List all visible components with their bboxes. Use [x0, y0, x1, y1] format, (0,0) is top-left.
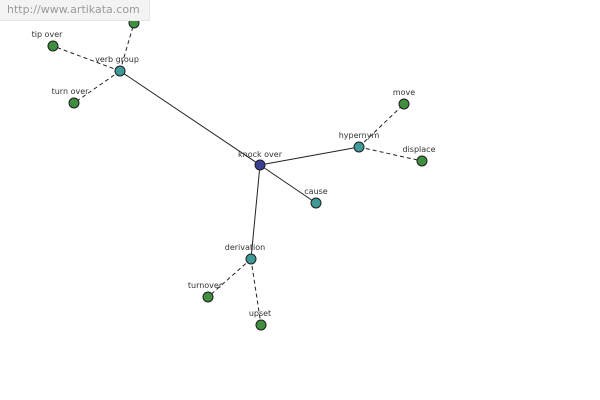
node-cause-dot[interactable] [310, 197, 322, 209]
node-tip-over[interactable]: tip over [32, 30, 64, 52]
edge-center-to-hypernym [259, 146, 360, 166]
edge-derivation-to-turnover [207, 258, 252, 298]
node-verb-group-dot[interactable] [114, 65, 126, 77]
node-move[interactable]: move [393, 88, 415, 110]
node-turn-over-dot[interactable] [68, 97, 80, 109]
edge-verb-group-to-tip-over [52, 45, 121, 72]
edge-verb-group-to-turn-over [73, 70, 121, 104]
node-tip-over-dot[interactable] [47, 40, 59, 52]
node-center-dot[interactable] [254, 159, 266, 171]
node-hypernym-dot[interactable] [353, 141, 365, 153]
node-derivation-dot[interactable] [245, 253, 257, 265]
node-upset-dot[interactable] [255, 319, 267, 331]
node-displace[interactable]: displace [403, 145, 436, 167]
edge-center-to-derivation [250, 164, 261, 260]
node-turn-over-label: turn over [52, 87, 90, 96]
node-turn-over[interactable]: turn over [52, 87, 90, 109]
edge-center-to-cause [259, 164, 317, 204]
node-verb-group[interactable]: verb group [95, 55, 139, 77]
node-hypernym[interactable]: hypernym [339, 131, 380, 153]
node-verb-group-label: verb group [95, 55, 139, 64]
node-move-label: move [393, 88, 415, 97]
edge-hypernym-to-displace [358, 146, 423, 162]
node-turnover-label: turnover [188, 281, 223, 290]
node-tip-over-label: tip over [32, 30, 64, 39]
node-displace-label: displace [403, 145, 436, 154]
edge-center-to-verb-group [119, 70, 261, 166]
node-cause[interactable]: cause [304, 187, 328, 209]
node-center[interactable]: knock over [238, 150, 283, 171]
node-center-label: knock over [238, 150, 283, 159]
node-move-dot[interactable] [398, 98, 410, 110]
edge-hypernym-to-move [358, 103, 405, 148]
node-turnover[interactable]: turnover [188, 281, 223, 303]
node-upset[interactable]: upset [249, 309, 271, 331]
nodes-layer: knock over verb group hypernym cause derivat… [32, 7, 436, 331]
node-upset-label: upset [249, 309, 271, 318]
node-derivation-label: derivation [225, 243, 265, 252]
node-hypernym-label: hypernym [339, 131, 380, 140]
node-cause-label: cause [304, 187, 328, 196]
edge-verb-group-to-overturn [119, 22, 135, 72]
node-displace-dot[interactable] [416, 155, 428, 167]
node-turnover-dot[interactable] [202, 291, 214, 303]
node-derivation[interactable]: derivation [225, 243, 265, 265]
edges-layer [52, 22, 423, 326]
watermark-url[interactable]: http://www.artikata.com [0, 0, 150, 21]
